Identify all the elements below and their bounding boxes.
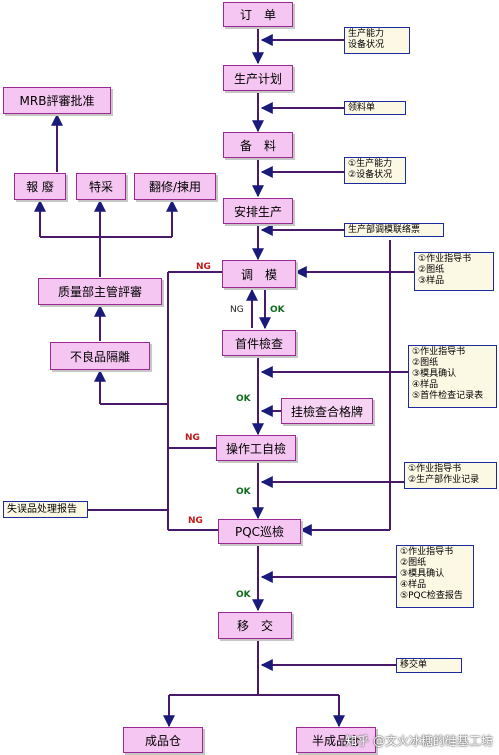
prepare-inputs-note: ①生产能力 ②设备状况 xyxy=(344,157,406,184)
production-plan-box: 生产计划 xyxy=(223,65,293,91)
watermark: 知乎 @文火冰糖的硅基工坊 xyxy=(345,734,493,748)
ok-label-self-check: OK xyxy=(236,487,251,497)
ok-label-first-piece: OK xyxy=(270,305,285,315)
note-line: ①作业指导书 xyxy=(400,547,454,557)
note-line: 生产能力 xyxy=(348,29,385,39)
error-report-note: 失误品处理报告 xyxy=(3,501,88,518)
first-piece-check-label: 首件檢查 xyxy=(234,336,283,351)
operator-self-check-box: 操作工自檢 xyxy=(216,435,296,461)
note-line: ④样品 xyxy=(400,580,427,590)
note-line: ②图纸 xyxy=(400,558,427,568)
note-line: ⑤PQC检查报告 xyxy=(400,591,463,601)
first-piece-inputs-note: ①作业指导书 ②图纸 ③模具确认 ④样品 ⑤首件检查记录表 xyxy=(408,345,497,408)
arrange-production-box: 安排生产 xyxy=(223,198,293,224)
capacity-note: 生产能力 设备状况 xyxy=(344,27,410,54)
qa-manager-review-box: 质量部主管評審 xyxy=(38,278,162,305)
semi-finished-store-box: 半成品仓 xyxy=(296,727,376,753)
note-line: 生产部调模联络票 xyxy=(348,225,421,235)
pass-tag-label: 挂檢查合格牌 xyxy=(290,404,363,419)
transfer-slip-note: 移交单 xyxy=(396,658,462,673)
note-line: 领料单 xyxy=(348,103,376,113)
transfer-box: 移 交 xyxy=(218,612,292,639)
note-line: ⑤首件检查记录表 xyxy=(412,391,484,401)
ng-label-adjust: NG xyxy=(196,262,211,272)
mold-adjust-box: 调 模 xyxy=(222,260,296,288)
finished-goods-store-label: 成品仓 xyxy=(144,733,181,748)
pass-tag-box: 挂檢查合格牌 xyxy=(281,398,373,424)
nonconforming-isolation-box: 不良品隔離 xyxy=(50,342,150,370)
note-line: ①作业指导书 xyxy=(412,347,466,357)
note-line: ④样品 xyxy=(412,380,439,390)
note-line: ③样品 xyxy=(418,276,445,286)
mrb-review-box: MRB評審批准 xyxy=(3,87,111,114)
pqc-inputs-note: ①作业指导书 ②图纸 ③模具确认 ④样品 ⑤PQC检查报告 xyxy=(396,545,474,608)
transfer-label: 移 交 xyxy=(236,619,273,633)
rework-sort-box: 翻修/揀用 xyxy=(134,173,216,200)
ng-label-pqc: NG xyxy=(188,516,203,526)
note-line: ②图纸 xyxy=(418,265,445,275)
note-line: ②设备状况 xyxy=(348,170,393,180)
order-box: 订 单 xyxy=(223,2,293,27)
scrap-label: 報 廢 xyxy=(26,180,54,194)
self-check-inputs-note: ①作业指导书 ②生产部作业记录 xyxy=(404,462,497,489)
mrb-review-label: MRB評審批准 xyxy=(19,94,95,108)
note-line: ③模具确认 xyxy=(412,369,457,379)
mold-ticket-note: 生产部调模联络票 xyxy=(344,223,444,237)
semi-finished-store-label: 半成品仓 xyxy=(311,733,360,748)
special-acceptance-label: 特采 xyxy=(88,180,113,194)
pqc-inspection-label: PQC巡檢 xyxy=(234,525,285,539)
note-line: ①生产能力 xyxy=(348,159,393,169)
note-line: ②生产部作业记录 xyxy=(408,475,480,485)
qa-manager-review-label: 质量部主管評審 xyxy=(57,285,142,299)
material-prep-box: 备 料 xyxy=(223,132,293,158)
first-piece-check-box: 首件檢查 xyxy=(222,330,296,356)
picking-list-note: 领料单 xyxy=(344,101,406,115)
ok-label-pqc: OK xyxy=(236,590,251,600)
finished-goods-store-box: 成品仓 xyxy=(123,727,203,753)
ng-label-self-check: NG xyxy=(185,433,200,443)
mold-adjust-label: 调 模 xyxy=(240,267,277,282)
note-line: ①作业指导书 xyxy=(408,464,462,474)
pqc-inspection-box: PQC巡檢 xyxy=(218,519,301,544)
nonconforming-isolation-label: 不良品隔離 xyxy=(69,349,130,364)
adjust-inputs-note: ①作业指导书 ②图纸 ③样品 xyxy=(414,252,494,291)
note-line: ①作业指导书 xyxy=(418,254,472,264)
special-acceptance-box: 特采 xyxy=(76,173,126,200)
ok-label-after-first: OK xyxy=(236,394,251,404)
production-plan-label: 生产计划 xyxy=(233,71,282,86)
scrap-box: 報 廢 xyxy=(14,173,66,200)
note-line: 失误品处理报告 xyxy=(7,504,77,515)
order-label: 订 单 xyxy=(239,8,276,22)
note-line: 移交单 xyxy=(400,660,428,670)
note-line: ③模具确认 xyxy=(400,569,445,579)
ng-label-first-piece: NG xyxy=(230,305,244,315)
material-prep-label: 备 料 xyxy=(239,138,276,153)
operator-self-check-label: 操作工自檢 xyxy=(225,441,286,456)
rework-sort-label: 翻修/揀用 xyxy=(148,180,202,194)
arrange-production-label: 安排生产 xyxy=(233,204,282,219)
note-line: 设备状况 xyxy=(348,40,385,50)
note-line: ②图纸 xyxy=(412,358,439,368)
